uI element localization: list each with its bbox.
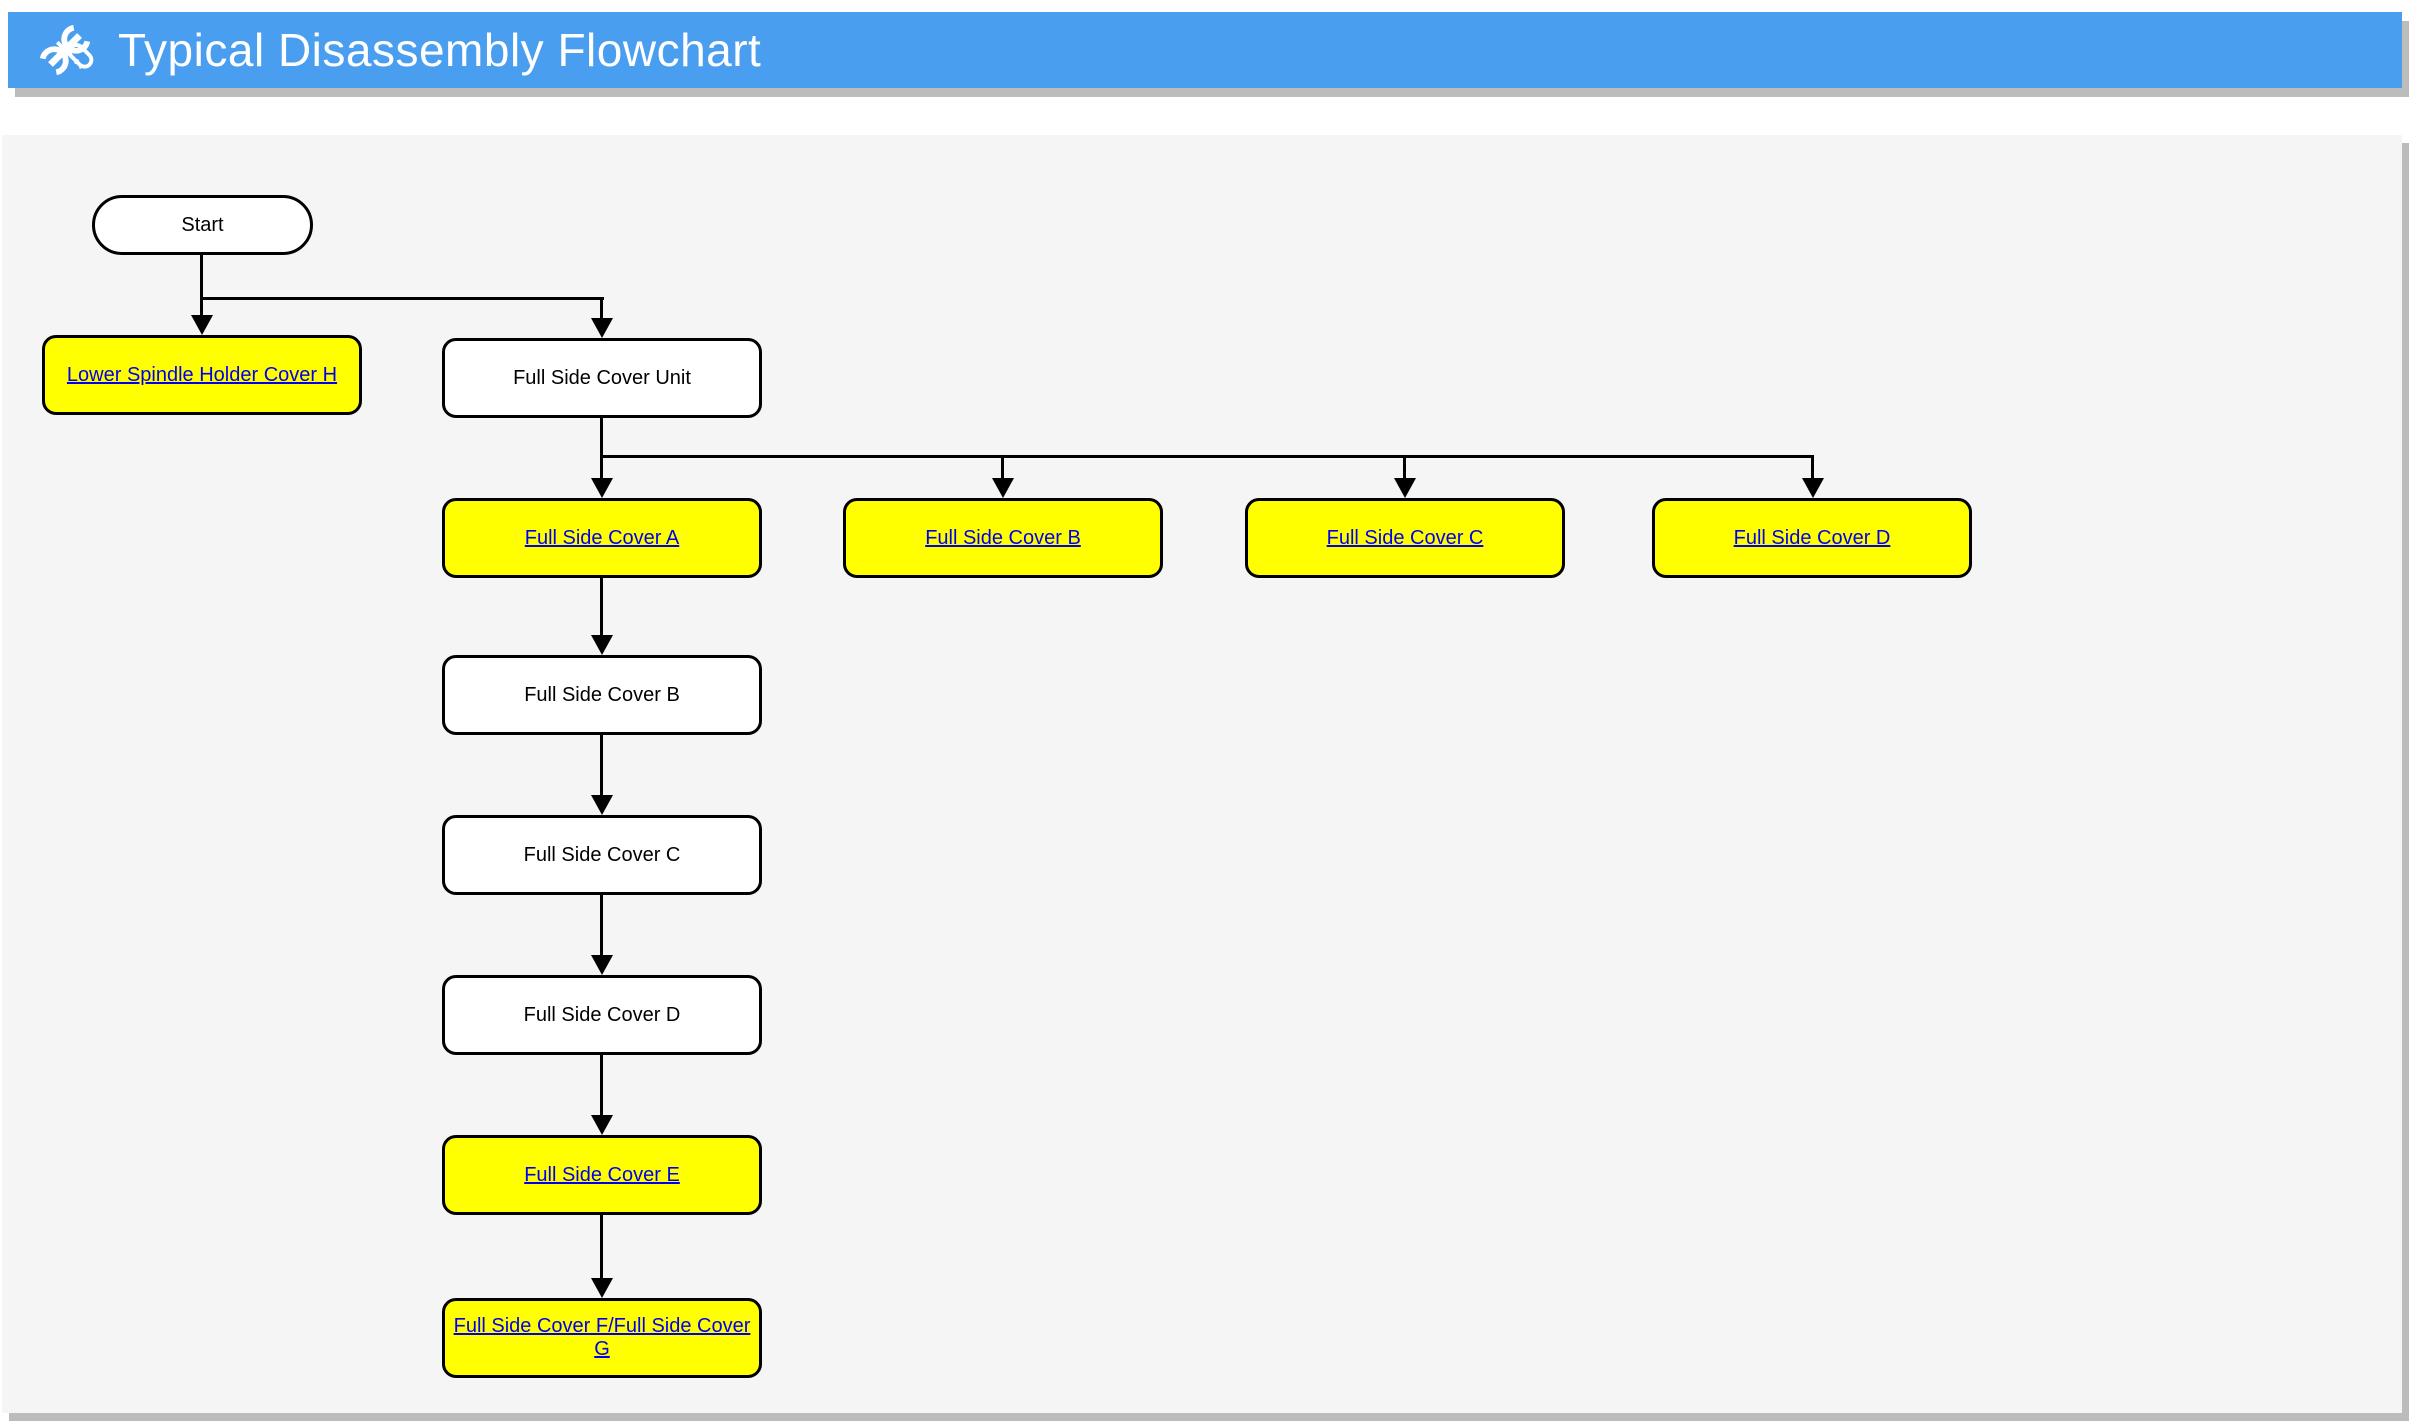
flowchart-canvas [2,135,2402,1413]
node-full-side-cover-c-step: Full Side Cover C [442,815,762,895]
node-lower-spindle-holder-cover-h-link[interactable]: Lower Spindle Holder Cover H [66,363,338,386]
edge-chain-b-to-c [600,735,603,797]
edge-e-to-fg [600,1215,603,1280]
node-full-side-cover-e-link[interactable]: Full Side Cover E [524,1163,680,1186]
edge-chain-c-to-d [600,895,603,957]
edge-to-branch-a [600,455,603,481]
node-full-side-cover-d-step: Full Side Cover D [442,975,762,1055]
node-full-side-cover-c-branch-link[interactable]: Full Side Cover C [1326,526,1484,549]
arrowhead-cover-fg [591,1278,613,1298]
arrowhead-chain-d [591,955,613,975]
arrowhead-cover-h [191,315,213,335]
edge-a-to-chain-b [600,578,603,638]
edge-to-cover-h [200,297,203,317]
node-full-side-cover-d-step-label: Full Side Cover D [523,1003,681,1026]
node-full-side-cover-c-step-label: Full Side Cover C [523,843,681,866]
arrowhead-unit [591,318,613,338]
edge-start-stem [200,255,203,299]
arrowhead-cover-e [591,1115,613,1135]
edge-to-branch-b [1001,455,1004,481]
edge-to-unit [600,297,603,319]
node-start: Start [92,195,313,255]
app-header: Typical Disassembly Flowchart [8,12,2402,88]
node-full-side-cover-unit: Full Side Cover Unit [442,338,762,418]
node-start-label: Start [181,213,224,236]
node-full-side-cover-f-g[interactable]: Full Side Cover F/Full Side Cover G [442,1298,762,1378]
arrowhead-chain-c [591,795,613,815]
node-lower-spindle-holder-cover-h[interactable]: Lower Spindle Holder Cover H [42,335,362,415]
edge-unit-branch-line [600,455,1814,458]
arrowhead-branch-b [992,478,1014,498]
node-full-side-cover-d-branch-link[interactable]: Full Side Cover D [1733,526,1891,549]
node-full-side-cover-unit-label: Full Side Cover Unit [513,366,691,389]
crossed-tools-icon [34,19,96,81]
node-full-side-cover-b-branch[interactable]: Full Side Cover B [843,498,1163,578]
page-title: Typical Disassembly Flowchart [118,24,762,76]
node-full-side-cover-f-g-link[interactable]: Full Side Cover F/Full Side Cover G [453,1315,751,1360]
node-full-side-cover-b-branch-link[interactable]: Full Side Cover B [925,526,1081,549]
node-full-side-cover-b-step: Full Side Cover B [442,655,762,735]
node-full-side-cover-a-link[interactable]: Full Side Cover A [524,526,680,549]
edge-start-branch-line [200,297,604,300]
edge-to-branch-d [1811,455,1814,481]
arrowhead-branch-c [1394,478,1416,498]
edge-chain-d-to-e [600,1055,603,1117]
node-full-side-cover-b-step-label: Full Side Cover B [524,683,680,706]
edge-to-branch-c [1403,455,1406,481]
arrowhead-chain-b [591,635,613,655]
edge-unit-stem [600,418,603,458]
node-full-side-cover-a[interactable]: Full Side Cover A [442,498,762,578]
arrowhead-branch-a [591,478,613,498]
node-full-side-cover-e[interactable]: Full Side Cover E [442,1135,762,1215]
arrowhead-branch-d [1802,478,1824,498]
node-full-side-cover-d-branch[interactable]: Full Side Cover D [1652,498,1972,578]
node-full-side-cover-c-branch[interactable]: Full Side Cover C [1245,498,1565,578]
